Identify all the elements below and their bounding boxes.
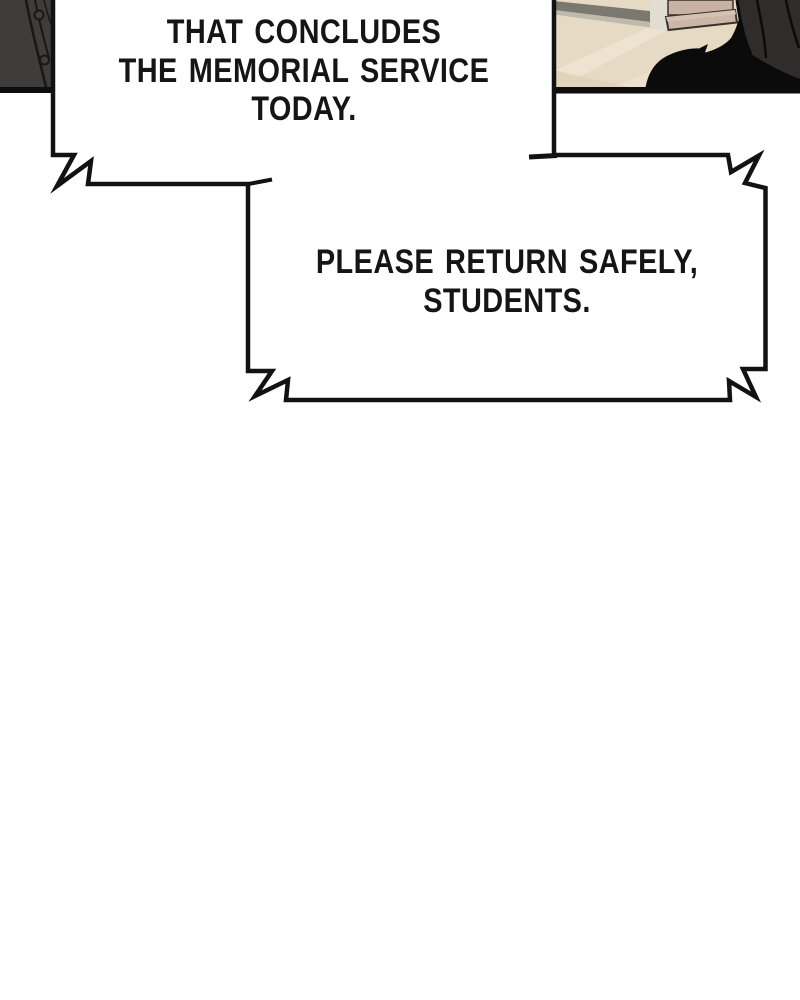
pant-fold-line xyxy=(755,0,768,59)
dialogue-line: THE MEMORIAL SERVICE xyxy=(118,51,490,90)
floor-shadow xyxy=(554,70,645,91)
floor-light-streak xyxy=(556,27,666,78)
bubble-corner-flick xyxy=(528,153,558,160)
dialogue-line: THAT CONCLUDES xyxy=(166,13,442,51)
sleeve-button xyxy=(39,54,50,66)
wall-corner-edge xyxy=(650,0,668,29)
speech-bubble-2-text: PLEASE RETURN SAFELY, STUDENTS. xyxy=(289,243,726,320)
dialogue-line: PLEASE RETURN SAFELY, xyxy=(315,243,699,281)
sleeve-seam-line xyxy=(24,0,49,92)
sleeve-fold-line xyxy=(34,0,50,59)
suit-sleeve-art xyxy=(0,0,53,92)
baseboard-light-band xyxy=(554,10,650,28)
panel-border-left xyxy=(0,87,53,93)
dialogue-line: TODAY. xyxy=(251,90,357,128)
dialogue-line: STUDENTS. xyxy=(423,281,591,320)
bubble-corner-flick xyxy=(245,177,273,187)
pillar-foot-top-face xyxy=(666,10,736,22)
panel-border-right xyxy=(552,87,800,94)
pant-outline xyxy=(735,0,753,55)
speech-bubble-outline xyxy=(50,0,768,403)
floor-scene-art xyxy=(554,0,800,91)
speech-bubble-1-text: THAT CONCLUDES THE MEMORIAL SERVICE TODA… xyxy=(92,13,515,129)
pant-leg xyxy=(737,0,800,79)
pant-fold-line xyxy=(784,0,800,49)
sleeve-button xyxy=(33,9,45,21)
sleeve-edge-line xyxy=(43,0,52,25)
baseboard-dark-band xyxy=(554,1,650,22)
